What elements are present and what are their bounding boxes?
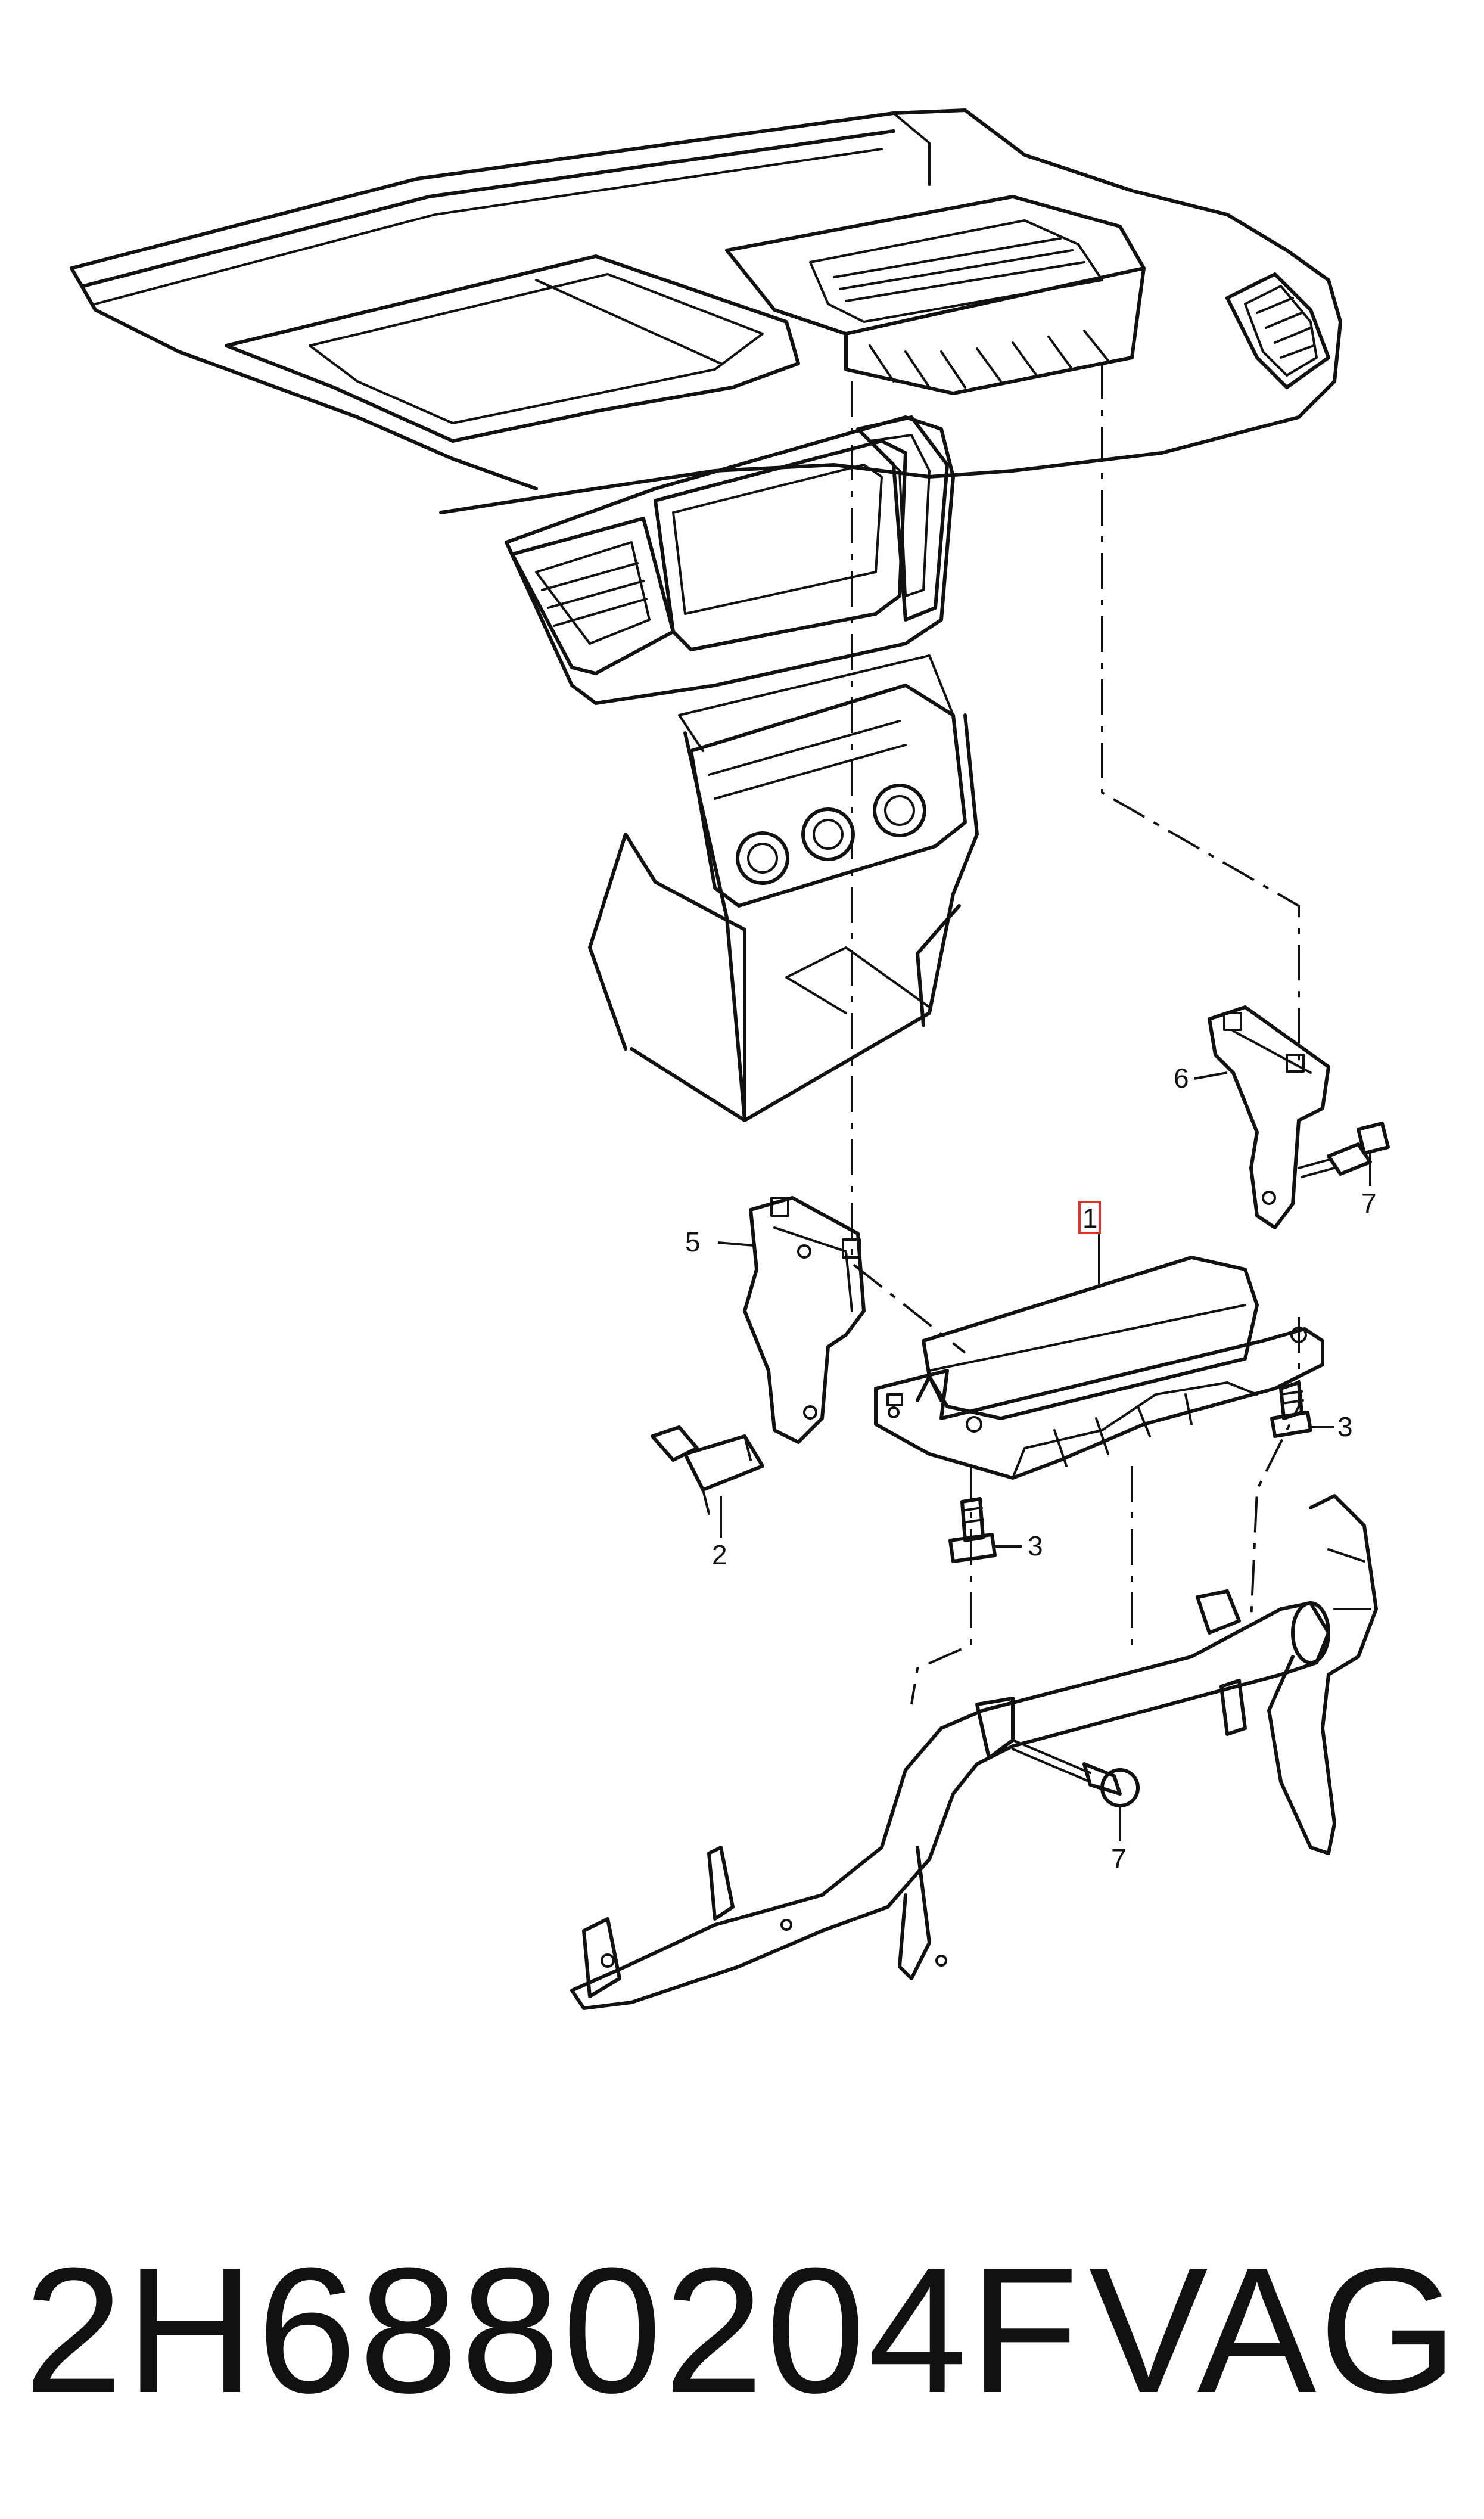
callout-6: 6: [1174, 1063, 1189, 1094]
callout-5: 5: [685, 1226, 701, 1257]
screw-3-lower-icon: [948, 1497, 997, 1563]
brand-name: VAG: [1088, 2230, 1460, 2430]
callout-7-upper: 7: [1361, 1188, 1377, 1219]
center-display-area: [505, 415, 955, 705]
bracket-right: [1208, 1005, 1330, 1229]
part-number: 2H6880204F: [24, 2230, 1081, 2430]
callout-3-lower: 3: [1028, 1530, 1043, 1561]
bracket-left: [743, 1196, 866, 1444]
screw-7-upper-icon: [1298, 1122, 1390, 1178]
leader-lines: [717, 1071, 1371, 1841]
wiring-connector-icon: [651, 1425, 764, 1515]
callout-1: 1: [1082, 1203, 1098, 1234]
climate-panel: [678, 654, 967, 908]
cross-car-beam: [570, 1494, 1378, 2010]
dash-tray: [225, 254, 800, 443]
screw-3-right-icon: [1270, 1381, 1312, 1438]
callout-3-right: 3: [1337, 1411, 1353, 1442]
alignment-lines: [851, 364, 1300, 1705]
callouts: 1 5 6 7 3 3 2 7: [685, 1063, 1377, 1874]
callout-2: 2: [712, 1539, 727, 1570]
center-top-vent: [725, 195, 1146, 395]
part-label-footer: 2H6880204F VAG: [24, 2205, 1460, 2455]
knee-airbag-module: [874, 1256, 1324, 1480]
center-console: [588, 713, 979, 1122]
exploded-parts-diagram: 1 5 6 7 3 3 2 7: [70, 108, 1390, 2010]
screw-7-lower-icon: [1012, 1739, 1140, 1807]
callout-7-lower: 7: [1111, 1843, 1127, 1874]
callout-1-highlight-box: [1078, 1201, 1101, 1234]
right-side-vent: [1225, 272, 1330, 389]
